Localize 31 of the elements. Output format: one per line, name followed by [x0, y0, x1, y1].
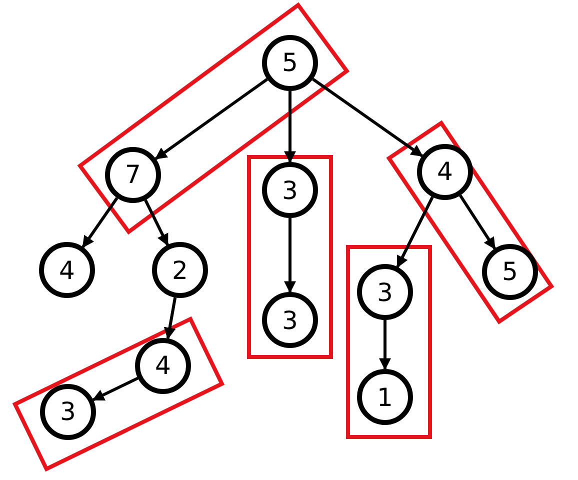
- node-value: 3: [377, 280, 393, 304]
- node-value: 5: [502, 259, 518, 284]
- highlight-frame: [247, 155, 333, 359]
- tree-node-circle: [262, 34, 318, 91]
- node-value: 4: [437, 159, 453, 184]
- node-value: 3: [282, 178, 298, 202]
- arrow: [379, 320, 391, 370]
- arrow: [284, 91, 296, 164]
- node-value: 1: [377, 384, 393, 410]
- tree-node-circle: [482, 244, 538, 300]
- node-value: 2: [172, 258, 188, 282]
- arrow: [82, 197, 118, 248]
- node-value: 3: [282, 308, 298, 332]
- arrow: [396, 196, 434, 268]
- node-value: 7: [125, 162, 141, 188]
- highlight-frame: [346, 245, 432, 439]
- node-value: 4: [59, 258, 75, 282]
- arrow: [154, 78, 268, 160]
- arrow: [92, 376, 138, 402]
- arrow: [284, 218, 296, 294]
- tree-node-circle: [416, 144, 473, 200]
- tree-node-circle: [104, 146, 161, 203]
- node-value: 4: [155, 353, 171, 378]
- highlight-frame: [12, 317, 224, 471]
- tree-node-circle: [134, 338, 191, 394]
- arrow: [144, 199, 169, 246]
- node-value: 3: [60, 399, 76, 424]
- arrow: [164, 297, 177, 340]
- tree-node-circle: [40, 384, 96, 440]
- node-value: 5: [282, 50, 298, 76]
- arrow: [459, 194, 496, 250]
